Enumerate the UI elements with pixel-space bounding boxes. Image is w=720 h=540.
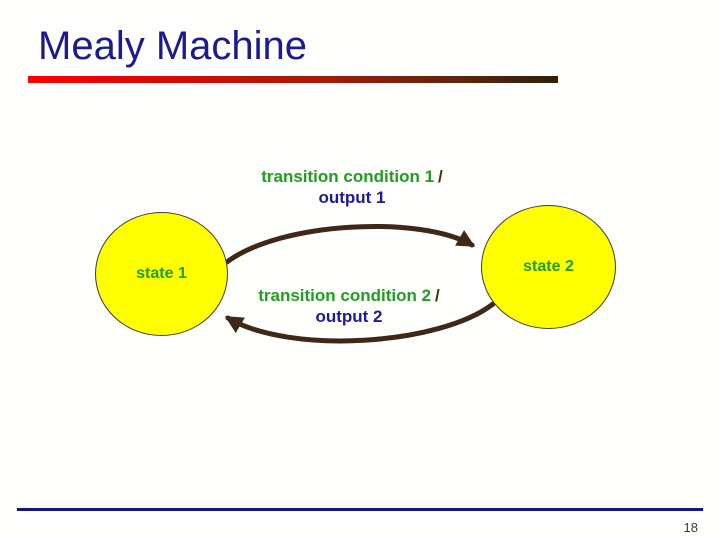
transition-1-condition-line: transition condition 1/ bbox=[261, 166, 443, 187]
transition-2-condition-line: transition condition 2/ bbox=[258, 285, 440, 306]
state-1-label: state 1 bbox=[136, 265, 187, 282]
state-node-2: state 2 bbox=[481, 205, 616, 329]
transition-label-1: transition condition 1/ output 1 bbox=[261, 166, 443, 208]
state-node-1: state 1 bbox=[95, 212, 228, 336]
transition-1-condition: transition condition 1 bbox=[261, 167, 435, 186]
page-number: 18 bbox=[683, 520, 698, 535]
arrow-state2-to-state1 bbox=[224, 301, 496, 344]
title-underline-rule bbox=[28, 76, 558, 83]
transition-2-condition: transition condition 2 bbox=[258, 286, 432, 305]
arrow-state1-to-state2 bbox=[224, 223, 476, 265]
slide-title: Mealy Machine bbox=[38, 24, 308, 68]
state-2-label: state 2 bbox=[523, 258, 574, 275]
transition-1-separator: / bbox=[438, 167, 443, 186]
footer-rule bbox=[17, 508, 703, 511]
transition-2-output: output 2 bbox=[315, 307, 383, 326]
transition-label-2: transition condition 2/ output 2 bbox=[258, 285, 440, 327]
transition-1-output: output 1 bbox=[318, 188, 386, 207]
transition-2-separator: / bbox=[435, 286, 440, 305]
